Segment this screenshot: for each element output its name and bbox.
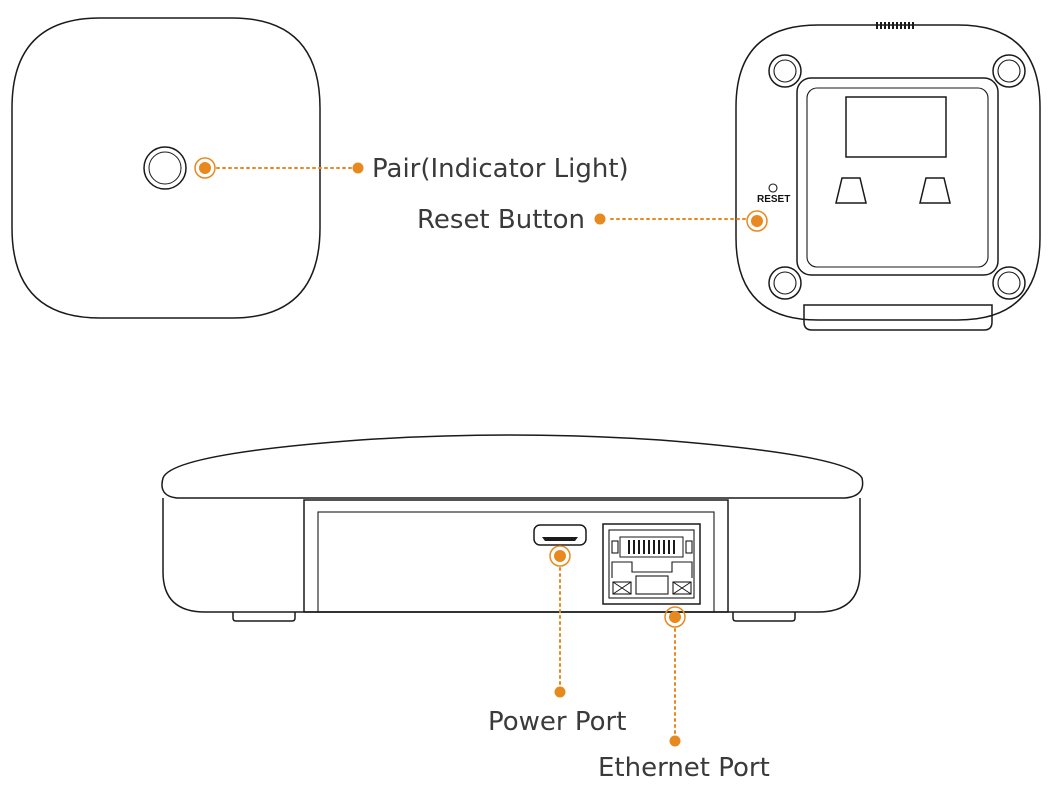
- label-window: [845, 96, 947, 158]
- pair-label-dot: [352, 162, 364, 174]
- reset-hole[interactable]: [768, 183, 778, 193]
- power-port-contact: [542, 537, 578, 541]
- pair-indicator-light-dot: [199, 162, 211, 174]
- reset-button-dot: [751, 215, 763, 227]
- power-port-label: Power Port: [488, 707, 626, 737]
- ethernet-port-label: Ethernet Port: [598, 753, 770, 783]
- reset-label-dot: [594, 213, 606, 225]
- power-port-dot: [554, 550, 566, 562]
- pair-button-inner-ring: [148, 151, 182, 185]
- screw-top-left: [768, 54, 802, 88]
- ethernet-port-label-dot: [669, 735, 681, 747]
- ethernet-port-dot: [669, 611, 681, 623]
- plug-panel-inner: [806, 87, 989, 268]
- screw-bottom-left: [768, 266, 802, 300]
- plug-panel-outer: [796, 77, 999, 276]
- screw-bottom-right: [992, 266, 1026, 300]
- power-port-callout: Power Port: [488, 545, 626, 737]
- pair-callout: Pair(Indicator Light): [194, 154, 629, 184]
- front-view: [11, 17, 321, 319]
- ethernet-port-callout: Ethernet Port: [598, 606, 770, 783]
- front-view-body: [11, 17, 321, 319]
- plug-prong-left: [835, 177, 867, 204]
- vent-marks: [876, 22, 914, 29]
- pair-indicator-light-marker: [194, 157, 216, 179]
- back-view: RESET: [735, 22, 1041, 331]
- ethernet-port[interactable]: [602, 523, 701, 605]
- pair-button[interactable]: [143, 146, 187, 190]
- back-view-body: [735, 24, 1041, 321]
- side-view: [161, 434, 864, 622]
- base-body: [162, 498, 861, 613]
- ethernet-port-marker: [664, 606, 686, 628]
- port-recess-inner: [317, 511, 715, 613]
- reset-print: RESET: [757, 194, 790, 205]
- top-cover: [161, 434, 864, 499]
- foot-left: [232, 612, 296, 622]
- reset-callout: Reset Button: [417, 205, 768, 235]
- bottom-tab: [803, 304, 993, 331]
- reset-button-label: Reset Button: [417, 205, 585, 235]
- screw-top-right: [992, 54, 1026, 88]
- plug-prong-right: [919, 177, 951, 204]
- port-recess-outer: [303, 499, 729, 613]
- reset-button-marker: [746, 210, 768, 232]
- pair-label: Pair(Indicator Light): [372, 154, 629, 184]
- power-port-label-dot: [554, 686, 566, 698]
- power-port[interactable]: [533, 524, 587, 546]
- foot-right: [732, 612, 796, 622]
- power-port-marker: [549, 545, 571, 567]
